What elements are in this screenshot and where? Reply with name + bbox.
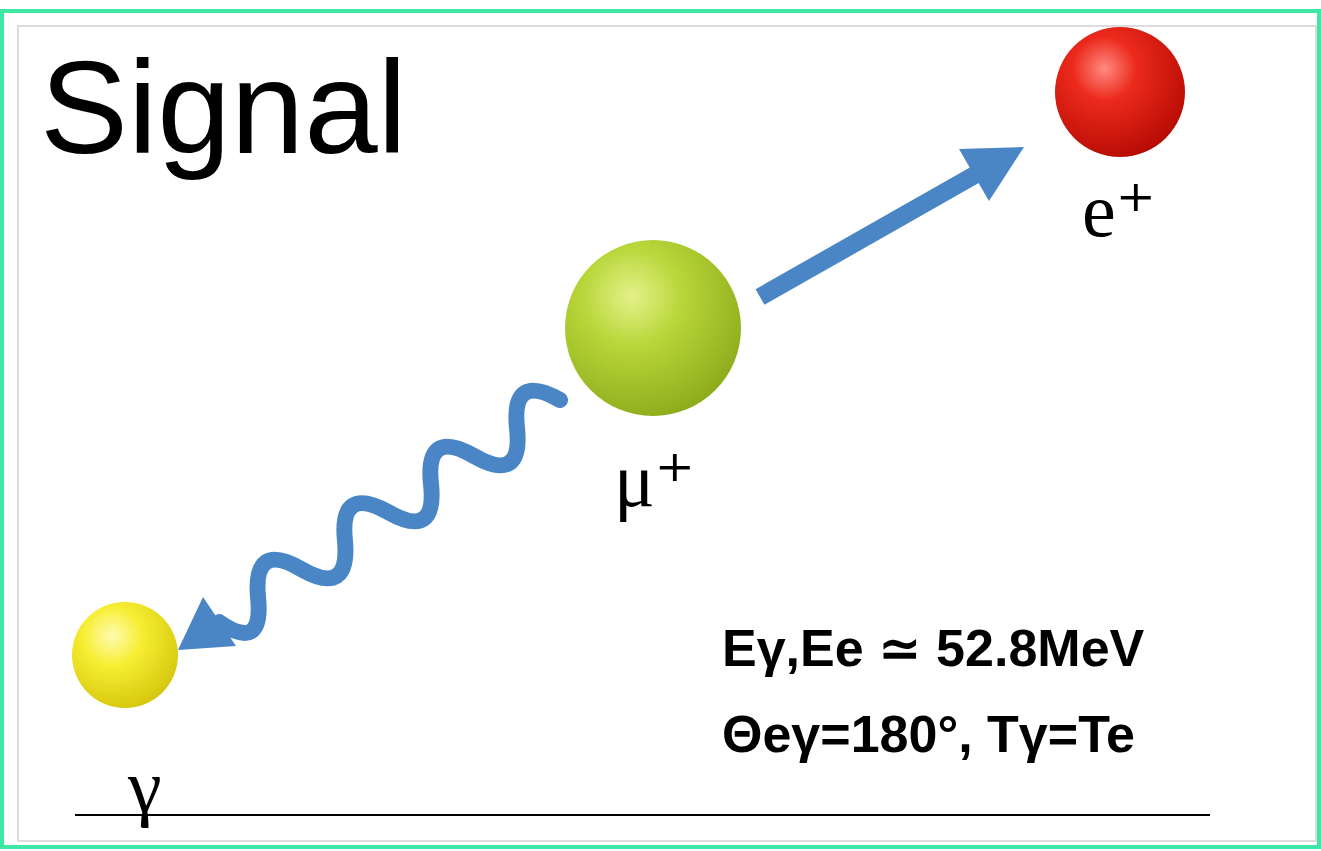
photon-arrow-head	[178, 597, 236, 650]
angle-time-condition: Θeγ=180°, Tγ=Te	[722, 708, 1135, 760]
base-rule	[75, 814, 1210, 816]
particle-label: γ	[128, 748, 162, 824]
particle-label: e⁺	[1082, 172, 1156, 248]
positron-arrow-shaft	[760, 172, 980, 297]
inner-frame	[18, 26, 1316, 841]
photon-wave	[219, 391, 560, 633]
positron-ball	[1055, 27, 1185, 157]
slide-title: Signal	[40, 42, 407, 174]
slide-frame	[2, 11, 1319, 847]
positron-arrow-head	[959, 147, 1024, 201]
muon-ball	[565, 240, 741, 416]
energy-condition: Eγ,Ee ≃ 52.8MeV	[722, 622, 1144, 674]
particle-label: μ⁺	[614, 442, 695, 518]
photon-ball	[72, 602, 178, 708]
note-ground	[705, 605, 1295, 783]
